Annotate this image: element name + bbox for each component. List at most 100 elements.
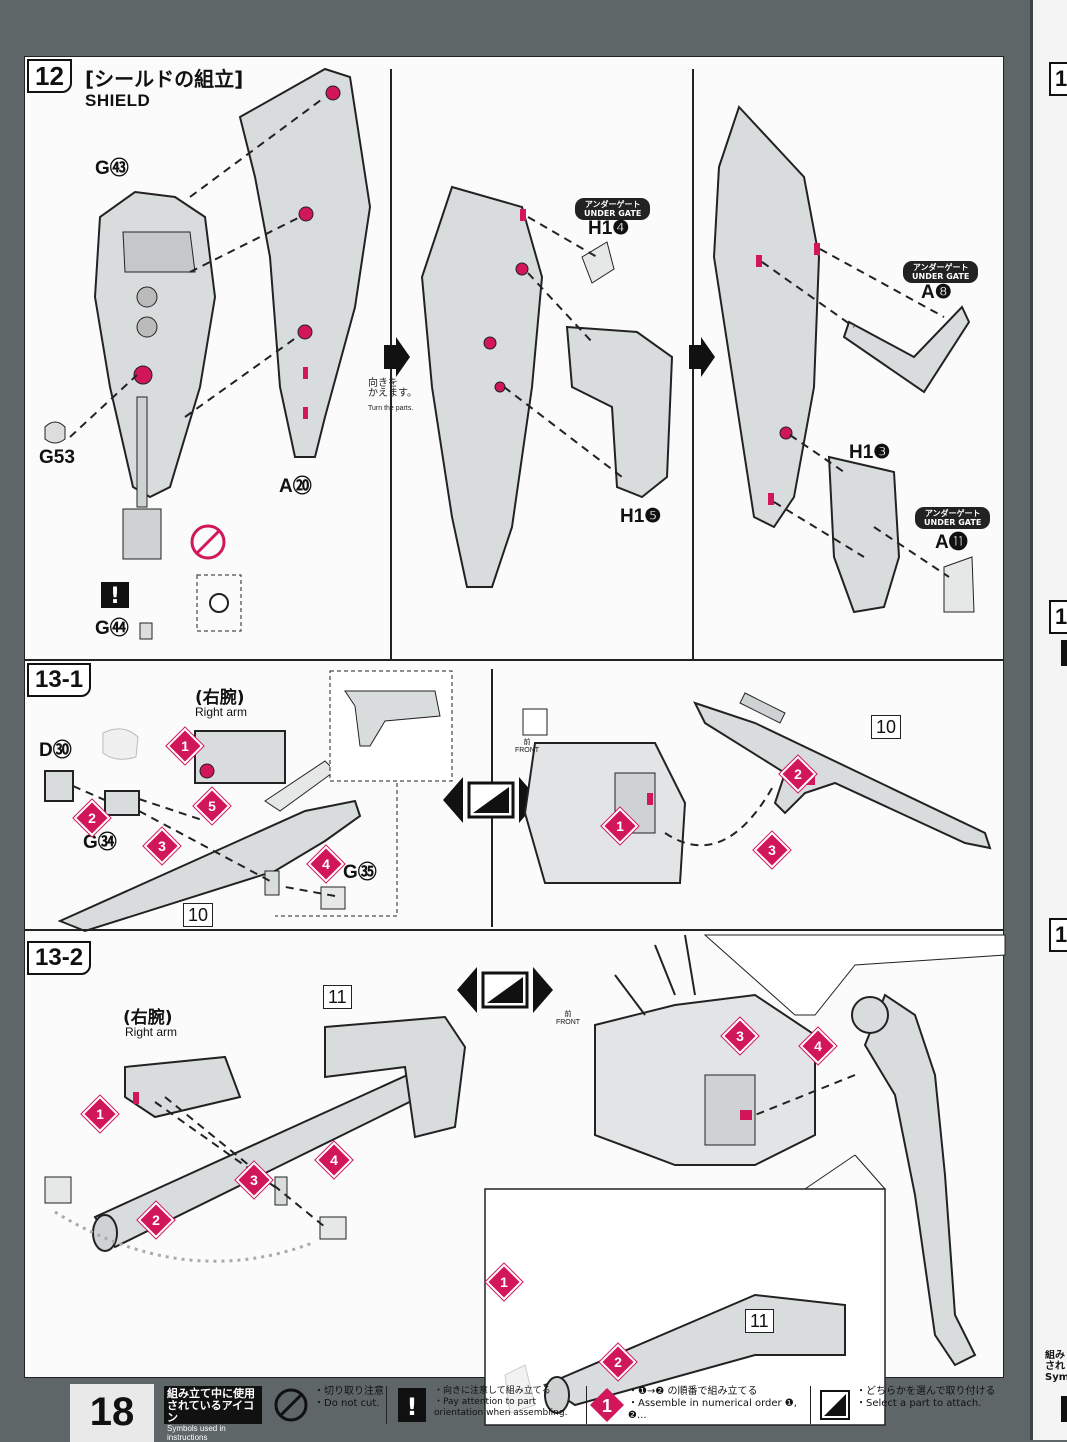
right-arm-label-en: Right arm [125, 1025, 178, 1039]
legend-heading: 組み立て中に使用されているアイコン Symbols used in instru… [164, 1386, 262, 1442]
legend-separator [586, 1386, 587, 1424]
select-icon [1061, 1396, 1067, 1422]
select-one-icon [457, 967, 553, 1013]
legend-heading-en: Symbols used in instructions [167, 1424, 226, 1442]
front-jp: 前 [564, 1011, 572, 1018]
turn-note-jp: 向きを かえます。 [368, 378, 417, 399]
svg-text:!: ! [110, 584, 120, 609]
part-label: A❽ [921, 282, 952, 303]
legend-heading-jp: 組み立て中に使用されているアイコン [167, 1387, 255, 1424]
next-step-badge: 1 [1049, 62, 1067, 96]
step-title-en: SHIELD [85, 91, 151, 110]
next-step-badge: 1 [1049, 918, 1067, 952]
part-label: H1❹ [588, 218, 630, 239]
legend-do-not-cut: ・切り取り注意 ・Do not cut. [314, 1386, 394, 1424]
arm-mount-illustration-2 [484, 934, 1006, 1426]
step-order-number: 2 [152, 1212, 160, 1228]
front-en: FRONT [514, 747, 540, 754]
legend-text-en: ・Do not cut. [314, 1398, 380, 1409]
legend-separator [810, 1386, 811, 1424]
svg-text:!: ! [407, 1393, 418, 1421]
legend-text-jp: ・向きに注意して組み立てる [434, 1386, 551, 1396]
part-label: G53 [39, 447, 75, 468]
under-gate-en: UNDER GATE [584, 209, 642, 218]
step-order-number: 1 [96, 1106, 104, 1122]
step-order-number: 1 [616, 818, 624, 834]
section-divider [25, 659, 1003, 661]
legend-text-en: ・Select a part to attach. [856, 1398, 982, 1409]
part-label: H1❺ [620, 506, 662, 527]
part-label: G㊸ [95, 158, 129, 179]
step-title-jp: [シールドの組立] [85, 67, 244, 91]
step-order-number: 2 [614, 1354, 622, 1370]
section-divider [25, 929, 1003, 931]
select-icon [1061, 640, 1067, 666]
under-gate-jp: アンダーゲート [924, 509, 981, 518]
legend-text-jp: ・切り取り注意 [314, 1386, 384, 1397]
step-badge-12: 12 [27, 59, 72, 93]
step-order-number: 3 [768, 842, 776, 858]
part-label: G㊹ [95, 618, 129, 639]
next-arrow-icon [689, 337, 715, 377]
next-arrow-icon [384, 337, 410, 377]
under-gate-jp: アンダーゲート [584, 200, 641, 209]
legend-text-en: ・Pay attention to part orientation when … [434, 1397, 568, 1418]
arm-mount-illustration-1 [522, 692, 992, 884]
bazooka-assembly-illustration [44, 1015, 467, 1263]
weapon-number-box: 10 [183, 903, 214, 927]
part-label: G㉟ [343, 862, 377, 883]
legend-separator [386, 1386, 387, 1424]
step-order-number: 4 [322, 856, 330, 872]
legend-text-jp: ・❶→❷ の順番で組み立てる [628, 1386, 758, 1397]
page-number: 18 [70, 1384, 154, 1442]
right-arm-label-en: Right arm [195, 705, 248, 719]
select-icon [820, 1390, 850, 1420]
part-label: G㉞ [83, 832, 117, 853]
front-en: FRONT [555, 1019, 581, 1026]
front-jp: 前 [523, 739, 531, 746]
legend-order: ・❶→❷ の順番で組み立てる ・Assemble in numerical or… [628, 1386, 818, 1424]
legend-footer: 18 組み立て中に使用されているアイコン Symbols used in ins… [24, 1382, 1004, 1442]
under-gate-en: UNDER GATE [924, 518, 982, 527]
step-order-number: 4 [814, 1038, 822, 1054]
legend-orientation: ・向きに注意して組み立てる ・Pay attention to part ori… [434, 1386, 584, 1424]
right-arm-label-jp: (右腕) [195, 688, 245, 708]
step-badge-13-2: 13-2 [27, 941, 92, 975]
shield-assembly-illustration-2 [420, 185, 674, 588]
step-order-number: 2 [88, 810, 96, 826]
rifle-assembly-illustration [44, 670, 453, 933]
step-badge-13-1: 13-1 [27, 663, 92, 697]
legend-text-jp: ・どちらかを選んで取り付ける [856, 1386, 996, 1397]
under-gate-jp: アンダーゲート [912, 263, 969, 272]
legend-text-en: ・Assemble in numerical order ❶, ❷... [628, 1398, 797, 1421]
turn-note-en: Turn the parts. [368, 405, 414, 412]
step-order-number: 4 [330, 1152, 338, 1168]
part-label: A⑳ [279, 476, 312, 497]
weapon-number-box: 10 [871, 715, 902, 739]
legend-select: ・どちらかを選んで取り付ける ・Select a part to attach. [856, 1386, 1004, 1424]
step-order-number: 3 [736, 1028, 744, 1044]
step-order-number: 3 [158, 838, 166, 854]
step-order-number: 1 [500, 1274, 508, 1290]
part-label: D㉚ [39, 740, 72, 761]
right-arm-label-jp: (右腕) [123, 1008, 173, 1028]
caution-icon: ! [398, 1388, 426, 1422]
select-one-icon [443, 777, 539, 823]
step-order-number: 1 [181, 738, 189, 754]
weapon-number-box: 11 [323, 985, 352, 1009]
next-step-badge: 1 [1049, 600, 1067, 634]
shield-assembly-illustration-1: ! [44, 67, 372, 640]
step-order-number: 5 [208, 798, 216, 814]
part-label: A⓫ [935, 532, 968, 553]
order-icon: 1 [590, 1388, 624, 1422]
part-label: H1❸ [849, 442, 891, 463]
step-order-number: 2 [794, 766, 802, 782]
instruction-page: 12 [シールドの組立] SHIELD ! G㊸ G53 G㊹ [24, 56, 1006, 1426]
step-order-number: 3 [250, 1172, 258, 1188]
svg-text:1: 1 [602, 1396, 612, 1416]
